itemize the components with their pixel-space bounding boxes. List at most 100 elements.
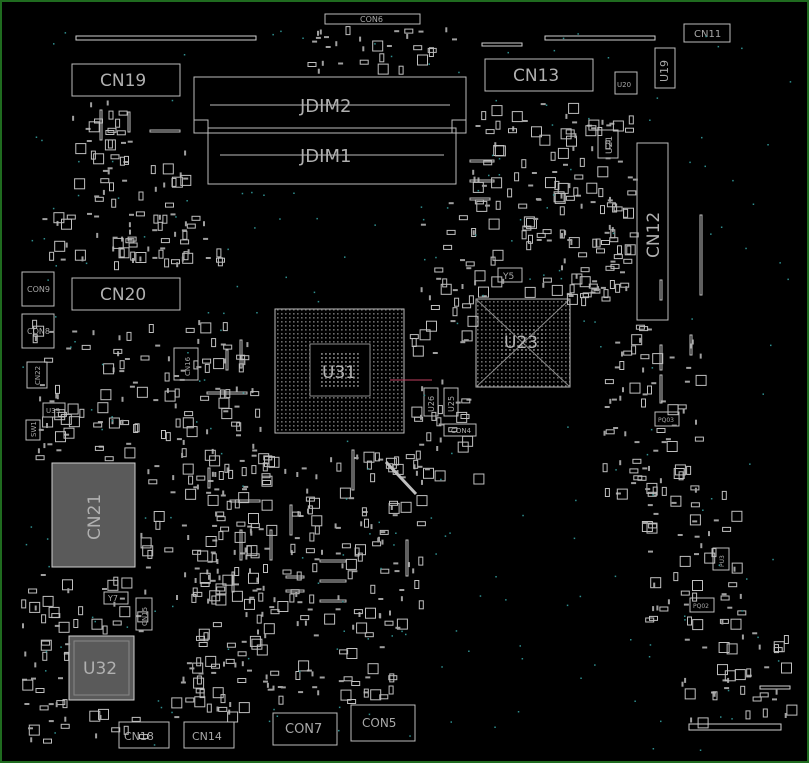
connector-cn14[interactable]: CN14 <box>183 721 235 749</box>
chip-u21[interactable]: U21 <box>597 129 619 159</box>
crystal-y7[interactable]: Y7 <box>103 591 129 605</box>
via <box>378 521 380 524</box>
smd-component <box>585 125 597 137</box>
via <box>521 658 524 660</box>
smd-component <box>41 640 51 646</box>
smd-component <box>514 172 520 182</box>
smd-component <box>63 427 75 439</box>
via <box>646 453 649 456</box>
con9-label: CON9 <box>27 285 50 294</box>
smd-component <box>553 191 565 203</box>
smd-component <box>317 30 319 36</box>
smd-component <box>317 690 320 696</box>
connector-cn13[interactable]: CN13 <box>484 58 594 92</box>
memory-slot-jdim2[interactable]: JDIM2 <box>193 76 467 134</box>
smd-component <box>393 562 399 565</box>
smd-component <box>61 218 72 230</box>
chip-u32[interactable]: U32 <box>68 635 135 701</box>
smd-component <box>104 139 116 151</box>
via <box>600 346 602 348</box>
chip-u20[interactable]: U20 <box>614 71 638 95</box>
connector-con4[interactable]: CON4 <box>443 423 477 437</box>
smd-component <box>415 450 421 460</box>
smd-component <box>199 572 211 584</box>
connector-con7[interactable]: CON7 <box>272 712 338 746</box>
chip-pq02[interactable]: PQ02 <box>689 597 715 613</box>
smd-component <box>627 176 633 179</box>
smd-component <box>215 511 218 517</box>
smd-component <box>684 638 690 641</box>
via <box>777 660 780 662</box>
smd-component <box>187 249 190 255</box>
via <box>77 194 80 197</box>
crystal-y5[interactable]: Y5 <box>497 267 523 283</box>
smd-component <box>522 225 532 231</box>
smd-component <box>113 348 123 354</box>
smd-component <box>296 621 299 627</box>
connector-cn15[interactable]: CN15 <box>135 597 153 631</box>
smd-component <box>224 463 230 473</box>
via <box>256 312 258 314</box>
smd-component <box>211 671 217 674</box>
smd-component <box>174 231 177 237</box>
pu3-label: PU3 <box>719 555 726 567</box>
smd-component <box>135 252 147 263</box>
via <box>344 256 346 258</box>
smd-component <box>164 258 170 268</box>
smd-component <box>586 182 598 194</box>
smd-component <box>238 363 244 373</box>
connector-cn18[interactable]: CN18 <box>118 721 170 749</box>
smd-component <box>98 708 109 720</box>
smd-component <box>54 240 66 252</box>
memory-slot-jdim1[interactable]: JDIM1 <box>207 127 457 185</box>
connector-cn21[interactable]: CN21 <box>51 462 136 568</box>
smd-component <box>233 549 236 555</box>
connector-cn11[interactable]: CN11 <box>683 23 731 43</box>
connector-con6[interactable]: CON6 <box>324 13 421 25</box>
con5-label: CON5 <box>362 716 396 730</box>
smd-component <box>602 463 608 473</box>
smd-component <box>245 612 248 618</box>
connector-cn12[interactable]: CN12 <box>636 142 669 321</box>
smd-component <box>163 182 166 188</box>
smd-component <box>379 529 389 535</box>
smd-component <box>298 660 310 672</box>
smd-component <box>220 694 226 704</box>
smd-component <box>528 234 533 244</box>
via <box>702 509 704 511</box>
chip-u31-cpu[interactable]: U31 <box>274 308 432 434</box>
connector-con5[interactable]: CON5 <box>350 704 416 742</box>
smd-component <box>140 537 152 549</box>
connector-cn20[interactable]: CN20 <box>71 277 181 311</box>
smd-component <box>646 522 658 534</box>
connector-cn19[interactable]: CN19 <box>71 63 181 97</box>
switch-sw1[interactable]: SW1 <box>25 419 41 441</box>
connector-con8[interactable]: CON8 <box>21 313 55 349</box>
smd-component <box>38 428 44 431</box>
via <box>380 567 382 570</box>
smd-component <box>591 288 601 294</box>
via <box>395 532 397 534</box>
connector-con9[interactable]: CON9 <box>21 271 55 307</box>
smd-component <box>311 671 314 677</box>
smd-component <box>145 566 151 569</box>
smd-component <box>739 593 742 599</box>
smd-component <box>174 403 177 409</box>
chip-u19[interactable]: U19 <box>654 47 676 89</box>
smd-component <box>413 459 419 469</box>
smd-component <box>550 151 556 161</box>
smd-component <box>634 441 640 444</box>
smd-component <box>665 438 671 441</box>
via <box>254 227 256 229</box>
smd-component <box>321 549 323 555</box>
chip-pq03[interactable]: PQ03 <box>654 411 680 427</box>
smd-component <box>345 26 351 36</box>
chip-u23[interactable]: U23 <box>475 298 571 388</box>
smd-component <box>686 465 692 475</box>
chip-u26[interactable]: U26 <box>423 387 439 417</box>
smd-component <box>305 548 315 554</box>
connector-cn22[interactable]: CN22 <box>26 361 48 389</box>
via <box>630 639 632 641</box>
chip-pu3[interactable]: PU3 <box>712 547 730 571</box>
via <box>183 54 186 56</box>
